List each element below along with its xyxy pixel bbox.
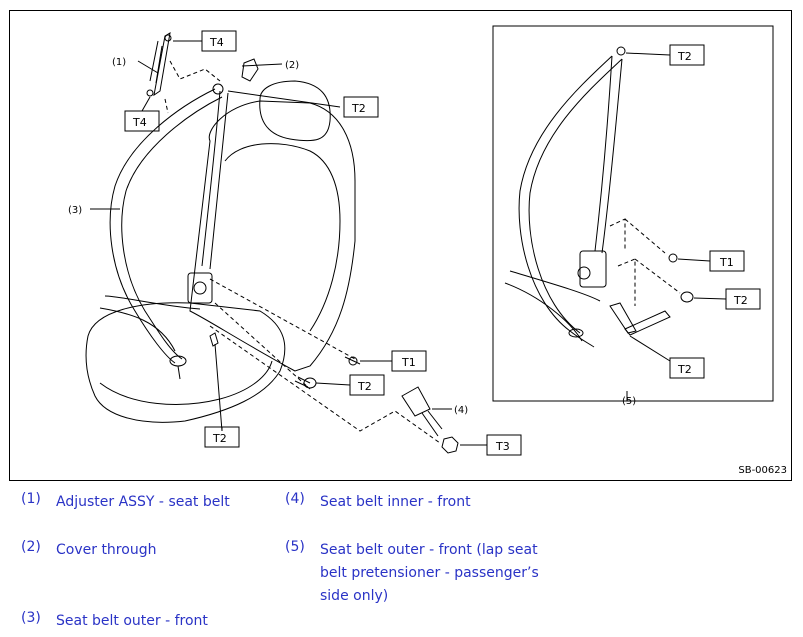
legend-number: (4) — [285, 491, 305, 507]
torque-label: T2 — [357, 380, 372, 393]
callout-3: (3) — [68, 205, 82, 216]
seat-backrest — [189, 100, 356, 372]
torque-label: T1 — [719, 256, 734, 269]
inset-belt — [504, 46, 694, 348]
legend-text: Seat belt inner - front — [320, 494, 471, 510]
torque-label: T4 — [209, 36, 224, 49]
inner-buckle — [401, 386, 431, 417]
legend-item: (3) Seat belt outer - front — [21, 610, 281, 634]
outer-belt — [109, 88, 216, 364]
legend-item: (5) Seat belt outer - front (lap seat be… — [285, 539, 585, 611]
inner-belt — [201, 90, 221, 267]
legend-text: Adjuster ASSY - seat belt — [56, 494, 230, 510]
legend-number: (1) — [21, 491, 41, 507]
diagram-drawing: T4 T4 T2 T1 T2 T2 T3 T2 T1 T2 T2 (1) (2)… — [68, 25, 774, 456]
callout-2: (2) — [285, 60, 299, 71]
torque-label: T1 — [401, 356, 416, 369]
legend-number: (5) — [285, 539, 305, 555]
outer-belt-edge — [121, 96, 223, 360]
seat-headrest — [259, 80, 331, 142]
bolt-t1 — [348, 356, 358, 366]
callout-4: (4) — [454, 405, 468, 416]
legend-item: (4) Seat belt inner - front — [285, 491, 585, 515]
legend-item: (2) Cover through — [21, 539, 281, 563]
callout-5: (5) — [622, 396, 636, 407]
lap-belt-edge — [99, 307, 176, 352]
torque-label: T2 — [733, 294, 748, 307]
legend-text: Seat belt outer - front — [56, 613, 208, 629]
torque-label: T3 — [495, 440, 510, 453]
cover-through — [241, 58, 259, 82]
nut-t3 — [441, 436, 459, 454]
legend-item: (1) Adjuster ASSY - seat belt — [21, 491, 281, 515]
torque-label: T2 — [212, 432, 227, 445]
inset-frame — [492, 25, 774, 402]
legend-number: (2) — [21, 539, 41, 555]
exploded-diagram: T4 T4 T2 T1 T2 T2 T3 T2 T1 T2 T2 (1) (2)… — [9, 10, 792, 481]
legend-text: Seat belt outer - front (lap seat belt p… — [320, 539, 539, 608]
inner-belt-edge — [209, 92, 229, 270]
seat-backrest-inner — [224, 143, 341, 332]
figure-code: SB-00623 — [738, 465, 787, 476]
torque-label: T2 — [677, 363, 692, 376]
retractor — [187, 272, 213, 304]
torque-label: T2 — [351, 102, 366, 115]
callout-1: (1) — [112, 57, 126, 68]
legend-text-line: belt pretensioner - passenger’s — [320, 565, 539, 581]
legend-text: Cover through — [56, 542, 157, 558]
torque-label: T2 — [677, 50, 692, 63]
lap-belt — [104, 295, 201, 310]
adjuster-assy — [153, 32, 171, 97]
legend-number: (3) — [21, 610, 41, 626]
torque-label: T4 — [132, 116, 147, 129]
seat-cushion-edge — [99, 360, 273, 405]
legend-text-line: Seat belt outer - front (lap seat — [320, 542, 538, 558]
legend-text-line: side only) — [320, 588, 389, 604]
